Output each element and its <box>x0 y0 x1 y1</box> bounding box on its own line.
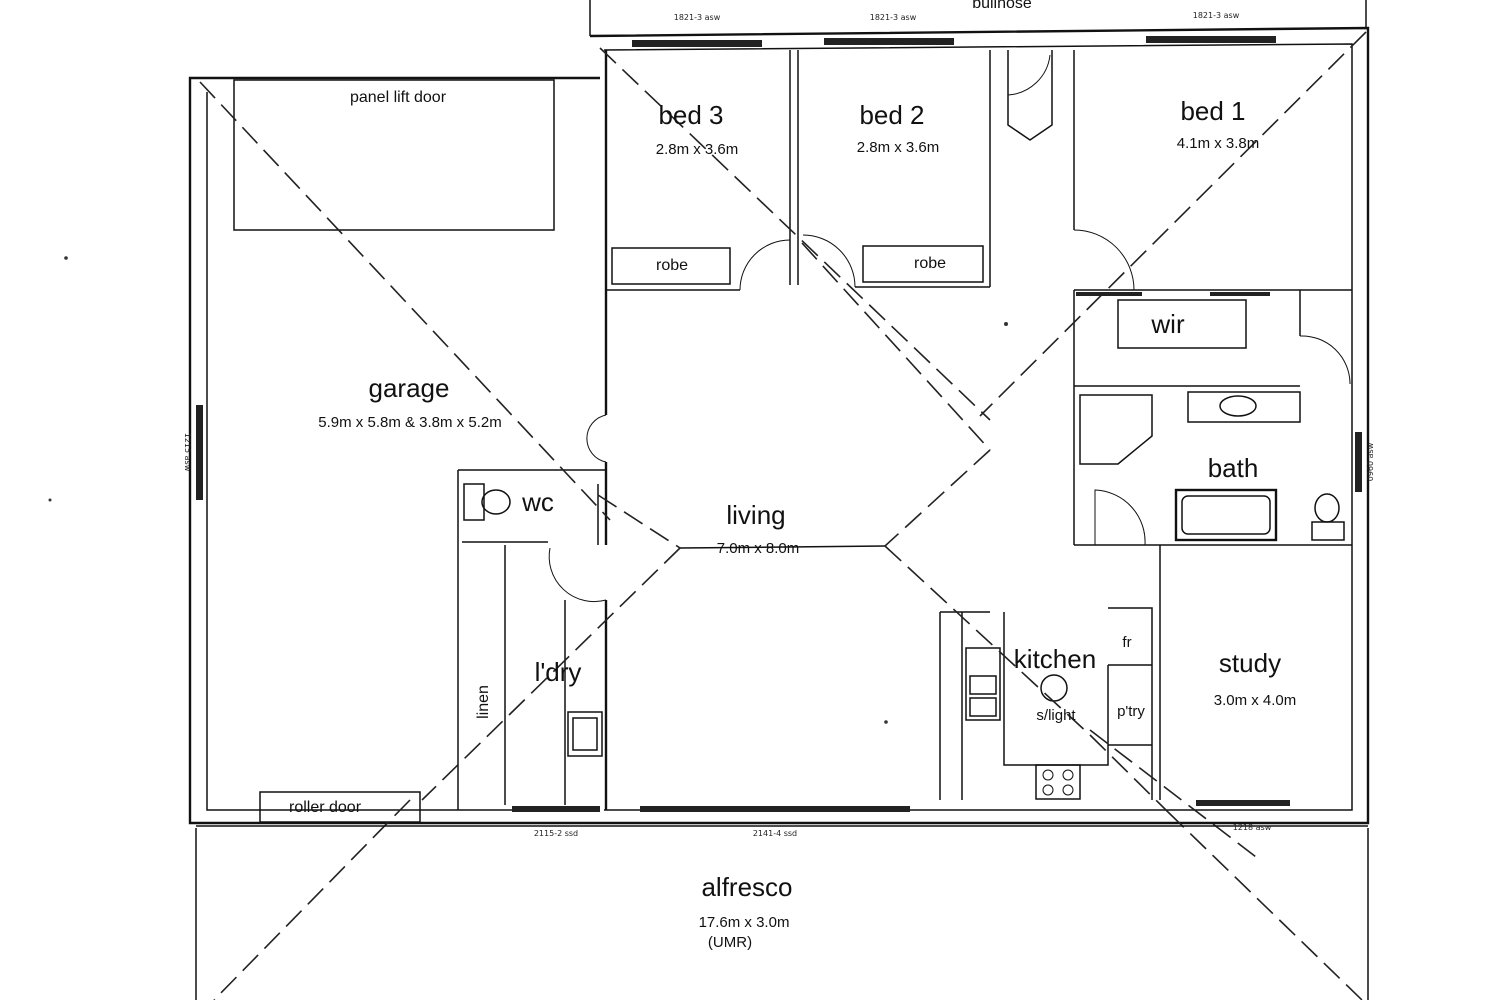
wir-name: wir <box>1150 309 1185 339</box>
alfresco-name: alfresco <box>701 872 792 902</box>
laundry-name: l'dry <box>535 657 582 687</box>
window-code-study: 1218 asw <box>1233 823 1272 832</box>
bed1-name: bed 1 <box>1180 96 1245 126</box>
bed2-dims: 2.8m x 3.6m <box>857 139 940 156</box>
window-code-garage: 1215 asw <box>183 433 192 472</box>
kitchen-name: kitchen <box>1014 644 1096 674</box>
garage-dims: 5.9m x 5.8m & 3.8m x 5.2m <box>318 414 501 431</box>
roof-lines <box>199 31 1367 1000</box>
bed1-dims: 4.1m x 3.8m <box>1177 135 1260 152</box>
window-code-labels: 1821-3 asw 1821-3 asw 1821-3 asw 1215 as… <box>183 11 1375 838</box>
robe-bed3-label: robe <box>656 257 688 274</box>
window-code-bed3: 1821-3 asw <box>674 13 721 22</box>
interior-walls <box>457 50 1352 810</box>
skylight-marker <box>1040 674 1068 702</box>
fridge-label: fr <box>1122 634 1131 651</box>
roller-door-label: roller door <box>289 799 362 816</box>
stray-mark <box>884 720 888 724</box>
living-name: living <box>726 500 785 530</box>
bed2-name: bed 2 <box>859 100 924 130</box>
wc-name: wc <box>521 487 554 517</box>
room-labels: panel lift door roller door bed 3 2.8m x… <box>289 0 1296 951</box>
exterior-walls <box>188 0 1370 825</box>
living-dims: 7.0m x 8.0m <box>717 540 800 557</box>
pantry-label: p'try <box>1117 703 1145 720</box>
doors <box>233 54 1351 823</box>
roller-door-outline <box>259 791 421 823</box>
bullnose-label: bullnose <box>972 0 1032 12</box>
bed3-dims: 2.8m x 3.6m <box>656 141 739 158</box>
study-name: study <box>1219 648 1281 678</box>
panel-lift-door-outline <box>233 79 555 231</box>
linen-label: linen <box>475 685 492 719</box>
stray-mark <box>64 256 68 260</box>
bath-name: bath <box>1208 453 1259 483</box>
robe-bed2-label: robe <box>914 255 946 272</box>
windows <box>196 36 1362 812</box>
window-code-laundry: 2115-2 ssd <box>534 829 578 838</box>
skylight-label: s/light <box>1036 707 1076 724</box>
window-code-bed2: 1821-3 asw <box>870 13 917 22</box>
fixtures <box>463 391 1345 800</box>
window-code-living: 2141-4 ssd <box>753 829 797 838</box>
robes <box>611 245 1247 349</box>
alfresco-note: (UMR) <box>708 934 752 951</box>
panel-lift-door-label: panel lift door <box>350 89 447 106</box>
stray-mark <box>1004 322 1008 326</box>
study-dims: 3.0m x 4.0m <box>1214 692 1297 709</box>
bed3-name: bed 3 <box>658 100 723 130</box>
stray-mark <box>48 498 52 502</box>
garage-name: garage <box>369 373 450 403</box>
window-code-bath: 0960 asw <box>1366 442 1375 481</box>
alfresco-outline <box>195 825 1369 1000</box>
window-code-bed1: 1821-3 asw <box>1193 11 1240 20</box>
alfresco-dims: 17.6m x 3.0m <box>699 914 790 931</box>
